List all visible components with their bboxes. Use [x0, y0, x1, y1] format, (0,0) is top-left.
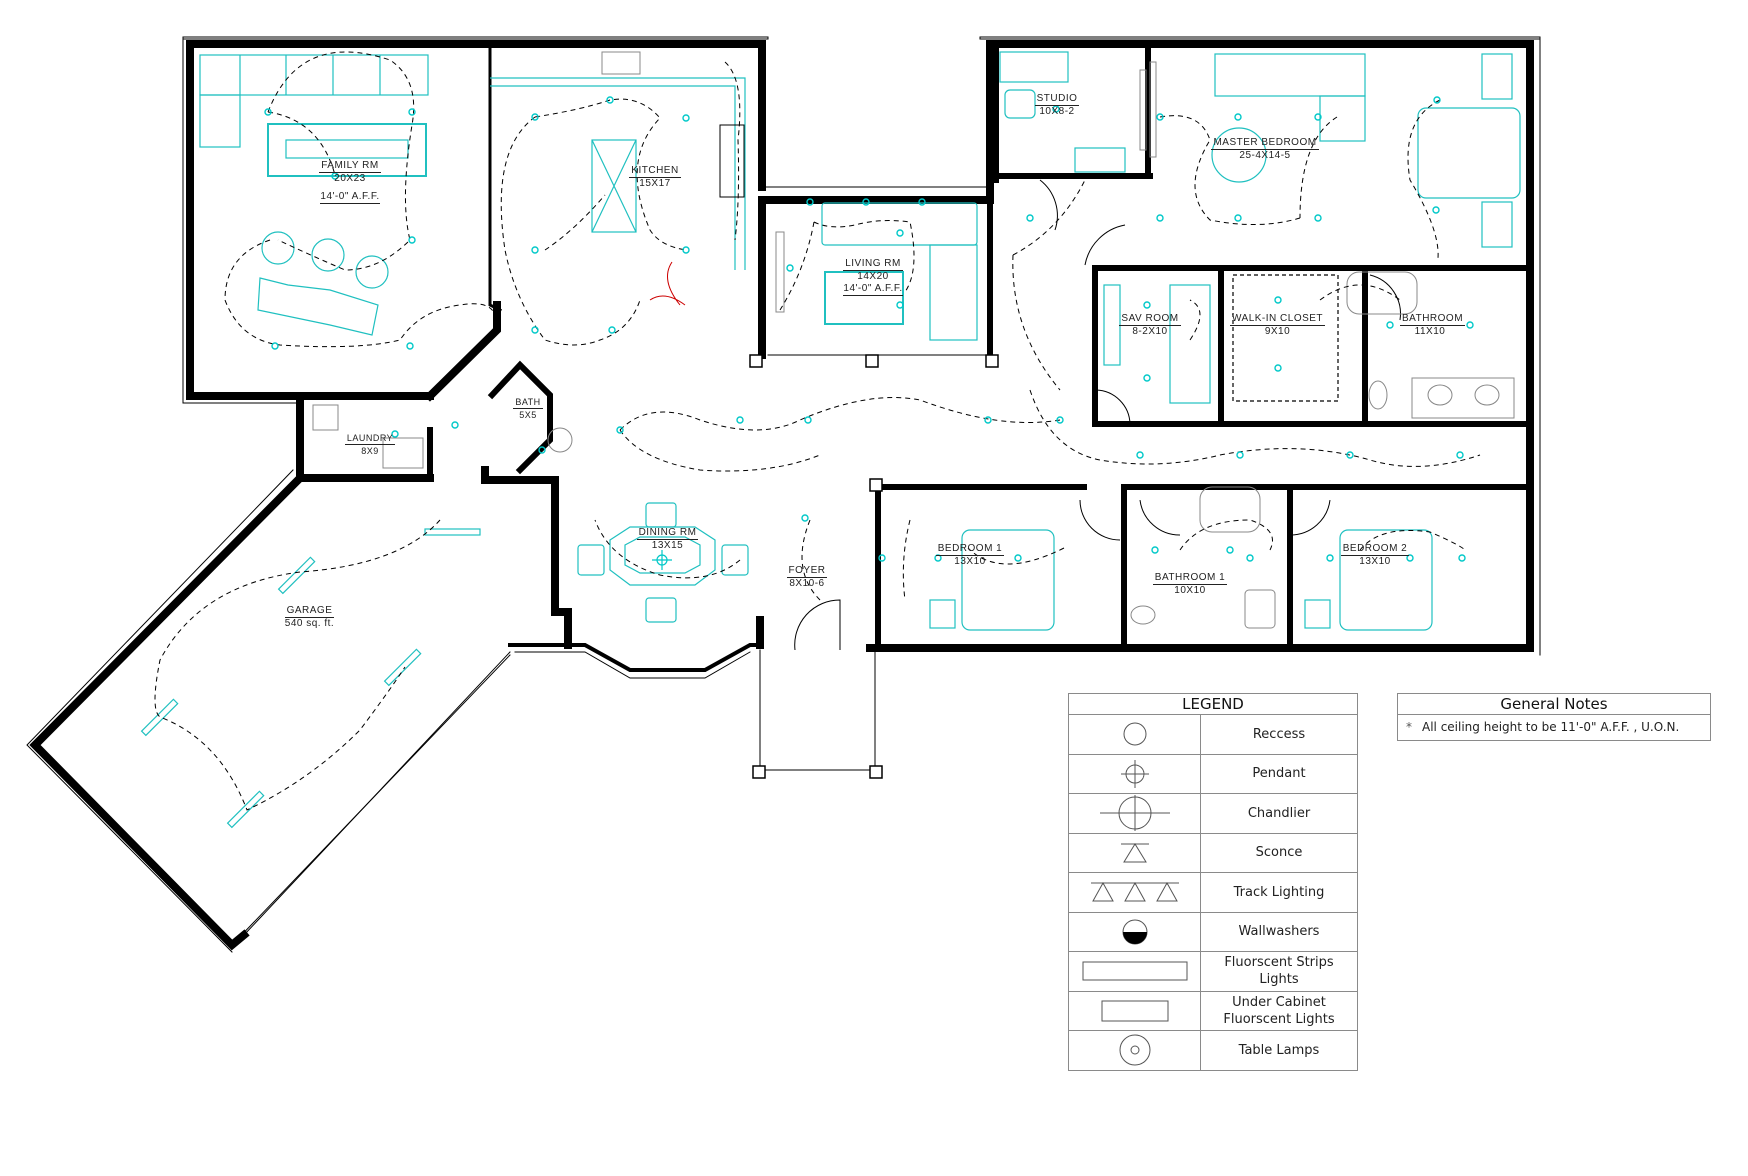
room-label-bedroom-1: BEDROOM 1 13X10: [935, 543, 1005, 567]
room-label-half-bath: BATH 5X5: [513, 397, 543, 420]
room-label-living: LIVING RM 14X20 14'-0" A.F.F.: [843, 258, 903, 296]
legend-row-chandelier: Chandlier: [1069, 794, 1357, 834]
door-swings: [794, 179, 1401, 651]
recessed-fixtures: [264, 96, 1474, 562]
sconce-icon: [1069, 833, 1201, 872]
chandelier-icon: [1069, 794, 1201, 833]
room-label-foyer: FOYER 8X10-6: [786, 565, 828, 589]
room-label-family: FAMILY RM 20X23 14'-0" A.F.F.: [319, 160, 381, 204]
room-label-garage: GARAGE 540 sq. ft.: [284, 605, 335, 629]
furniture: [140, 51, 1521, 829]
legend-row-under-cabinet: Under Cabinet Fluorscent Lights: [1069, 991, 1357, 1031]
recess-icon: [1069, 715, 1201, 754]
plumbing-fixtures: [312, 51, 1515, 629]
note-item: *All ceiling height to be 11'-0" A.F.F. …: [1406, 720, 1680, 734]
room-label-master-bedroom: MASTER BEDROOM 25-4X14-5: [1211, 137, 1319, 161]
general-notes: General Notes *All ceiling height to be …: [1397, 693, 1711, 741]
room-label-dining: DINING RM 13X15: [636, 527, 699, 551]
room-label-master-closet: SAV ROOM 8-2X10: [1119, 313, 1181, 337]
fluorescent-strip-icon: [1069, 952, 1201, 991]
dining-chandelier: [652, 550, 672, 570]
legend-row-pendant: Pendant: [1069, 754, 1357, 794]
lighting-circuits: [154, 51, 1481, 811]
room-label-kitchen: KITCHEN 15X17: [629, 165, 681, 189]
room-label-laundry: LAUNDRY 8X9: [344, 433, 396, 456]
legend-row-sconce: Sconce: [1069, 833, 1357, 873]
room-label-bedroom-2: BEDROOM 2 13X10: [1340, 543, 1410, 567]
wallwasher-icon: [1069, 912, 1201, 951]
legend-row-table-lamp: Table Lamps: [1069, 1031, 1357, 1070]
legend-row-recess: Reccess: [1069, 715, 1357, 755]
room-label-master-bath: BATHROOM 11X10: [1400, 313, 1466, 337]
legend-row-wallwasher: Wallwashers: [1069, 912, 1357, 952]
under-cabinet-light-icon: [1069, 991, 1201, 1030]
walls: [26, 36, 1541, 953]
legend-row-track: Track Lighting: [1069, 873, 1357, 913]
room-label-bathroom-1: BATHROOM 1 10X10: [1152, 572, 1228, 596]
pendant-icon: [1069, 754, 1201, 793]
legend-table: LEGEND Reccess Pendant Chandlier Sconce …: [1068, 693, 1358, 1071]
note-bullet: *: [1406, 720, 1412, 734]
legend-title: LEGEND: [1069, 694, 1357, 715]
table-lamp-icon: [1069, 1031, 1201, 1070]
general-notes-title: General Notes: [1398, 694, 1710, 715]
legend-row-fluorescent-strip: Fluorscent Strips Lights: [1069, 952, 1357, 992]
track-lighting-icon: [1069, 873, 1201, 912]
room-label-studio: STUDIO 10X8-2: [1034, 93, 1080, 117]
room-label-walk-in-closet: WALK-IN CLOSET 9X10: [1229, 313, 1326, 337]
